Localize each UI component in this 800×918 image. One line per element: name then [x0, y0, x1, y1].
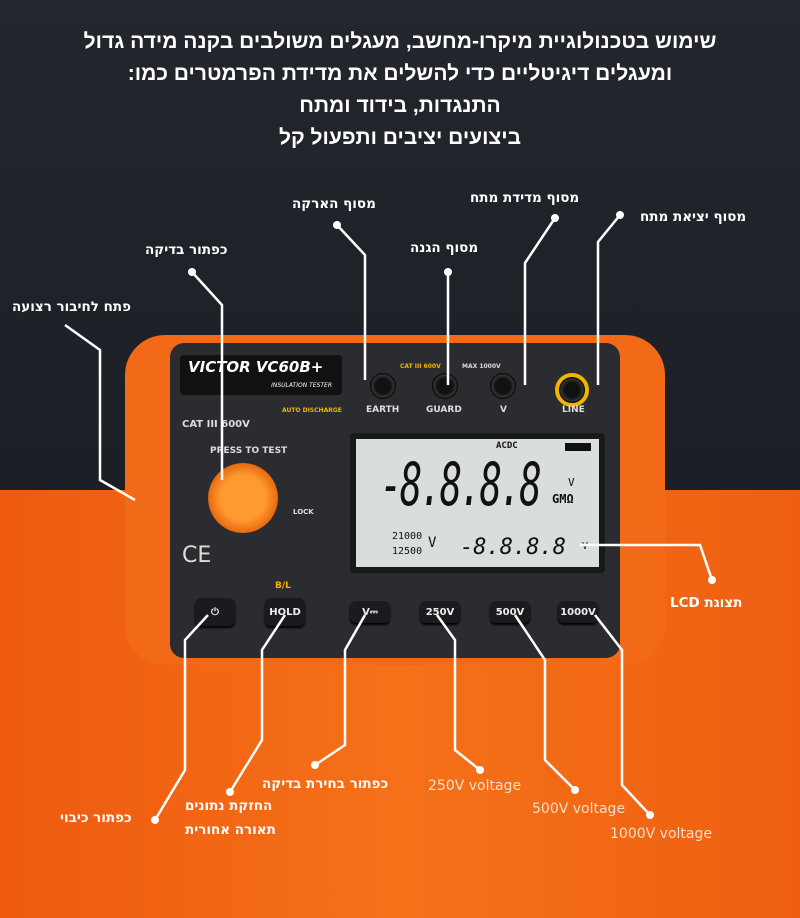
model-name: VC60B+: [255, 358, 324, 376]
press-to-test-label: PRESS TO TEST: [210, 446, 288, 456]
headline-line-2: ומעגלים דיגיטליים כדי להשלים את מדידת הפ…: [127, 62, 673, 85]
label-voltage-measure: מסוף מדידת מתח: [470, 190, 580, 206]
lcd-display: ACDC -8.8.8.8 V GMΩ 21000 12500 V -8.8.8…: [350, 433, 605, 573]
callout-line-power: [153, 614, 209, 821]
max-label: MAX 1000V: [462, 363, 501, 370]
logo-subtitle: INSULATION TESTER: [271, 382, 332, 389]
terminal-label: V: [500, 405, 507, 415]
callout-line-strap: [64, 323, 136, 502]
callout-line-1000: [594, 614, 651, 816]
callout-line-250: [435, 614, 481, 771]
label-strap: פתח לחיבור רצועה: [12, 299, 132, 315]
terminal-label: LINE: [562, 405, 585, 415]
label-guard: מסוף הגנה: [410, 240, 479, 256]
label-earth: מסוף הארקה: [292, 196, 376, 212]
ce-mark: CE: [182, 543, 212, 568]
250v-button[interactable]: 250V: [420, 601, 460, 623]
label-lcd: תצוגת LCD: [670, 595, 743, 611]
cat-rating: CAT III 600V: [182, 419, 250, 430]
500v-button[interactable]: 500V: [490, 601, 530, 623]
label-1000v: 1000V voltage: [610, 826, 712, 842]
callout-line-earth: [336, 224, 367, 380]
secondary-unit: V: [582, 541, 589, 552]
earth-terminal[interactable]: [370, 373, 396, 399]
line-terminal[interactable]: [555, 373, 589, 407]
test-knob[interactable]: [208, 463, 278, 533]
hold-button[interactable]: HOLD: [265, 598, 305, 626]
callout-line-500: [513, 614, 576, 791]
power-icon: ⏻: [211, 606, 219, 618]
device-face: VICTOR VC60B+ INSULATION TESTER CAT III 6…: [170, 343, 620, 658]
v-mode-button[interactable]: V⎓: [350, 601, 390, 623]
callout-line-lcd: [580, 543, 714, 581]
unit-v: V: [568, 476, 575, 489]
lock-label: LOCK: [293, 508, 314, 516]
1000v-button[interactable]: 1000V: [558, 601, 598, 623]
label-250v: 250V voltage: [428, 778, 522, 794]
sub-unit: V: [428, 535, 437, 551]
sub-value-1: 21000: [392, 531, 423, 542]
guard-terminal[interactable]: [432, 373, 458, 399]
backlight-label: B/L: [275, 581, 291, 591]
brand-logo: VICTOR VC60B+ INSULATION TESTER: [180, 355, 342, 395]
headline-line-3: התנגדות, בידוד ומתח: [299, 94, 501, 117]
terminal-label: EARTH: [366, 405, 400, 415]
label-backlight: תאורה אחורית: [185, 822, 276, 838]
label-test-button: כפתור בדיקה: [145, 242, 228, 258]
label-voltage-output: מסוף יציאת מתח: [640, 209, 747, 225]
brand-name: VICTOR: [188, 358, 251, 376]
cat-terminal: CAT III 600V: [400, 363, 441, 370]
headline-line-4: ביצועים יציבים ותפעול קל: [278, 126, 522, 149]
insulation-tester: VICTOR VC60B+ INSULATION TESTER CAT III 6…: [125, 335, 665, 665]
acdc-indicator: ACDC: [496, 441, 518, 451]
callout-line-test: [191, 271, 224, 480]
callout-line-select: [314, 614, 367, 767]
label-select: כפתור בחירת בדיקה: [262, 776, 389, 792]
callout-line-hold: [228, 614, 287, 793]
callout-line-line: [596, 214, 621, 385]
callout-line-v: [523, 217, 557, 385]
battery-icon: [565, 443, 591, 451]
secondary-reading: -8.8.8.8: [460, 535, 566, 560]
headline-line-1: שימוש בטכנולוגיית מיקרו-מחשב, מעגלים משו…: [83, 30, 717, 53]
v-terminal[interactable]: [490, 373, 516, 399]
callout-dots: [151, 211, 716, 824]
terminal-label: GUARD: [426, 405, 462, 415]
unit-gigaohm: GMΩ: [552, 492, 574, 506]
headline: שימוש בטכנולוגיית מיקרו-מחשב, מעגלים משו…: [0, 30, 800, 150]
label-500v: 500V voltage: [532, 801, 626, 817]
label-hold: החזקת נתונים: [185, 798, 273, 814]
auto-discharge: AUTO DISCHARGE: [282, 407, 342, 414]
label-power: כפתור כיבוי: [60, 810, 132, 826]
sub-value-2: 12500: [392, 546, 423, 557]
